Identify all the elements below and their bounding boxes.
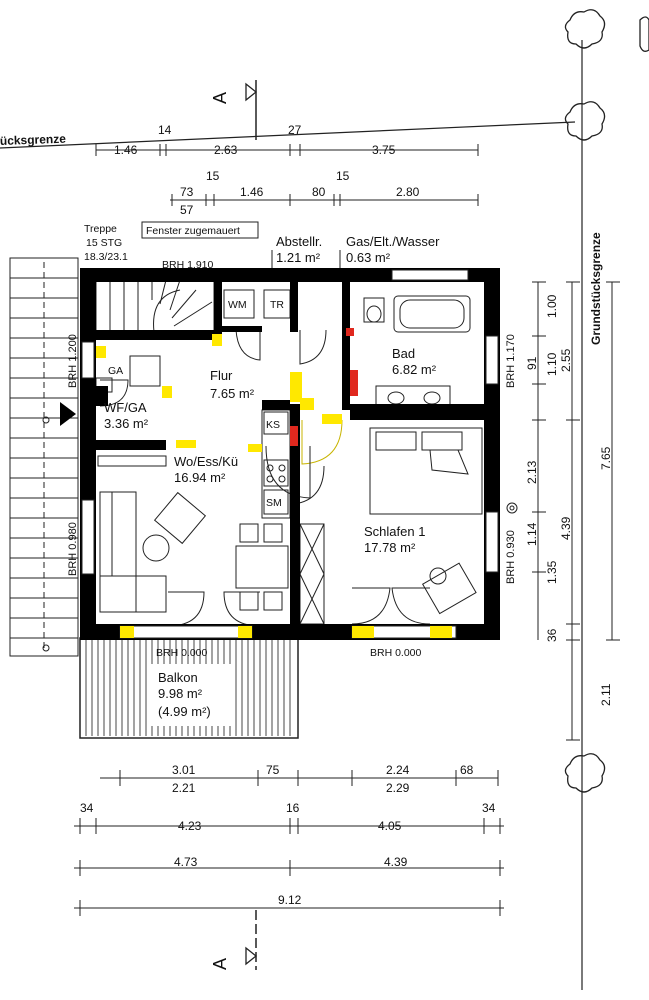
- exterior-stair: [9, 257, 79, 657]
- room-name: WF/GA: [104, 400, 147, 415]
- note-box: [141, 221, 259, 239]
- property-boundary: [0, 40, 583, 990]
- section-marker-top: A: [210, 80, 258, 140]
- dim-label: 1.46: [240, 185, 264, 199]
- dim-label: 2.29: [386, 781, 410, 795]
- dim-label: 73: [180, 185, 194, 199]
- room-area: 0.63 m²: [346, 250, 391, 265]
- room-area: 6.82 m²: [392, 362, 437, 377]
- dim-label: 4.39: [384, 855, 408, 869]
- dim-label: 34: [80, 801, 94, 815]
- door-swings: [99, 329, 431, 627]
- utility-boxes: [95, 289, 291, 393]
- dim-label: 34: [482, 801, 496, 815]
- wardrobe: [299, 523, 325, 625]
- note-label: Fenster zugemauert: [146, 225, 240, 237]
- svg-text:A: A: [210, 92, 230, 104]
- dim-label: 2.63: [214, 143, 238, 157]
- dim-label: 80: [312, 185, 326, 199]
- dim-label: 2.21: [172, 781, 196, 795]
- dim-label: 15: [336, 169, 350, 183]
- room-area: 7.65 m²: [210, 386, 255, 401]
- dim-label: 1.46: [114, 143, 138, 157]
- dining-table: [235, 523, 289, 611]
- room-name: Gas/Elt./Wasser: [346, 234, 440, 249]
- dim-label: 3.01: [172, 763, 196, 777]
- appliance-label: WM: [228, 299, 247, 311]
- room-area-half: (4.99 m²): [158, 704, 211, 719]
- brh-label: BRH 1.200: [67, 334, 79, 388]
- appliance-label: TR: [270, 299, 284, 311]
- dim-label: 14: [158, 123, 172, 137]
- dim-label: 27: [288, 123, 302, 137]
- brh-label: BRH 1.910: [162, 259, 214, 271]
- dim-label: 2.24: [386, 763, 410, 777]
- dim-label: 9.12: [278, 893, 302, 907]
- property-line-label: ücksgrenze: [0, 132, 66, 148]
- dim-label: 4.23: [178, 819, 202, 833]
- marker-icon: [42, 416, 518, 652]
- dim-label: 15: [206, 169, 220, 183]
- balcony: [79, 637, 299, 739]
- bed: [369, 427, 483, 615]
- dim-label: 1.35: [545, 560, 559, 584]
- dim-label: 4.39: [559, 516, 573, 540]
- dim-label: 1.14: [525, 522, 539, 546]
- stair-label: Treppe: [84, 223, 117, 235]
- room-name: Balkon: [158, 670, 198, 685]
- brh-label: BRH 0.000: [370, 647, 422, 659]
- brh-label: BRH 0.930: [505, 530, 517, 584]
- highlight-markings: [96, 328, 358, 452]
- room-name: Flur: [210, 368, 233, 383]
- dimension-lines: [74, 144, 620, 916]
- dim-label: 7.65: [599, 446, 613, 470]
- bathroom-fixtures: [363, 295, 471, 407]
- dim-label: 4.05: [378, 819, 402, 833]
- room-name: Bad: [392, 346, 415, 361]
- dim-label: 2.55: [559, 348, 573, 372]
- room-area: 17.78 m²: [364, 540, 416, 555]
- room-name: Wo/Ess/Kü: [174, 454, 238, 469]
- sofa: [99, 491, 207, 613]
- brh-label: BRH 0.000: [156, 647, 208, 659]
- dim-label: 68: [460, 763, 474, 777]
- room-area: 1.21 m²: [276, 250, 321, 265]
- appliance-label: SM: [266, 497, 282, 509]
- room-area: 9.98 m²: [158, 686, 203, 701]
- stair-label: 18.3/23.1: [84, 251, 128, 263]
- dim-label: 57: [180, 203, 194, 217]
- dim-label: 36: [545, 628, 559, 642]
- svg-text:A: A: [210, 958, 230, 970]
- interior-stair: [95, 279, 215, 333]
- dim-label: 75: [266, 763, 280, 777]
- entry-arrow-icon: [60, 402, 76, 426]
- windows: [81, 269, 499, 639]
- tree-icon: [564, 9, 649, 793]
- appliance-label: GA: [108, 365, 123, 377]
- section-marker-bottom: A: [210, 910, 258, 970]
- room-name: Abstellr.: [276, 234, 322, 249]
- brh-label: BRH 1.170: [505, 334, 517, 388]
- room-name: Schlafen 1: [364, 524, 425, 539]
- dim-label: 1.10: [545, 352, 559, 376]
- dim-label: 4.73: [174, 855, 198, 869]
- dim-label: 3.75: [372, 143, 396, 157]
- brh-label: BRH 0.980: [67, 522, 79, 576]
- dim-label: 2.11: [599, 683, 613, 706]
- room-area: 3.36 m²: [104, 416, 149, 431]
- dim-label: 91: [525, 356, 539, 370]
- room-area: 16.94 m²: [174, 470, 226, 485]
- stair-label: 15 STG: [86, 237, 122, 249]
- dim-label: 2.80: [396, 185, 420, 199]
- property-line-label: Grundstücksgrenze: [589, 232, 603, 345]
- dim-label: 2.13: [525, 460, 539, 484]
- dim-label: 1.00: [545, 294, 559, 318]
- dim-label: 16: [286, 801, 300, 815]
- appliance-label: KS: [266, 419, 280, 431]
